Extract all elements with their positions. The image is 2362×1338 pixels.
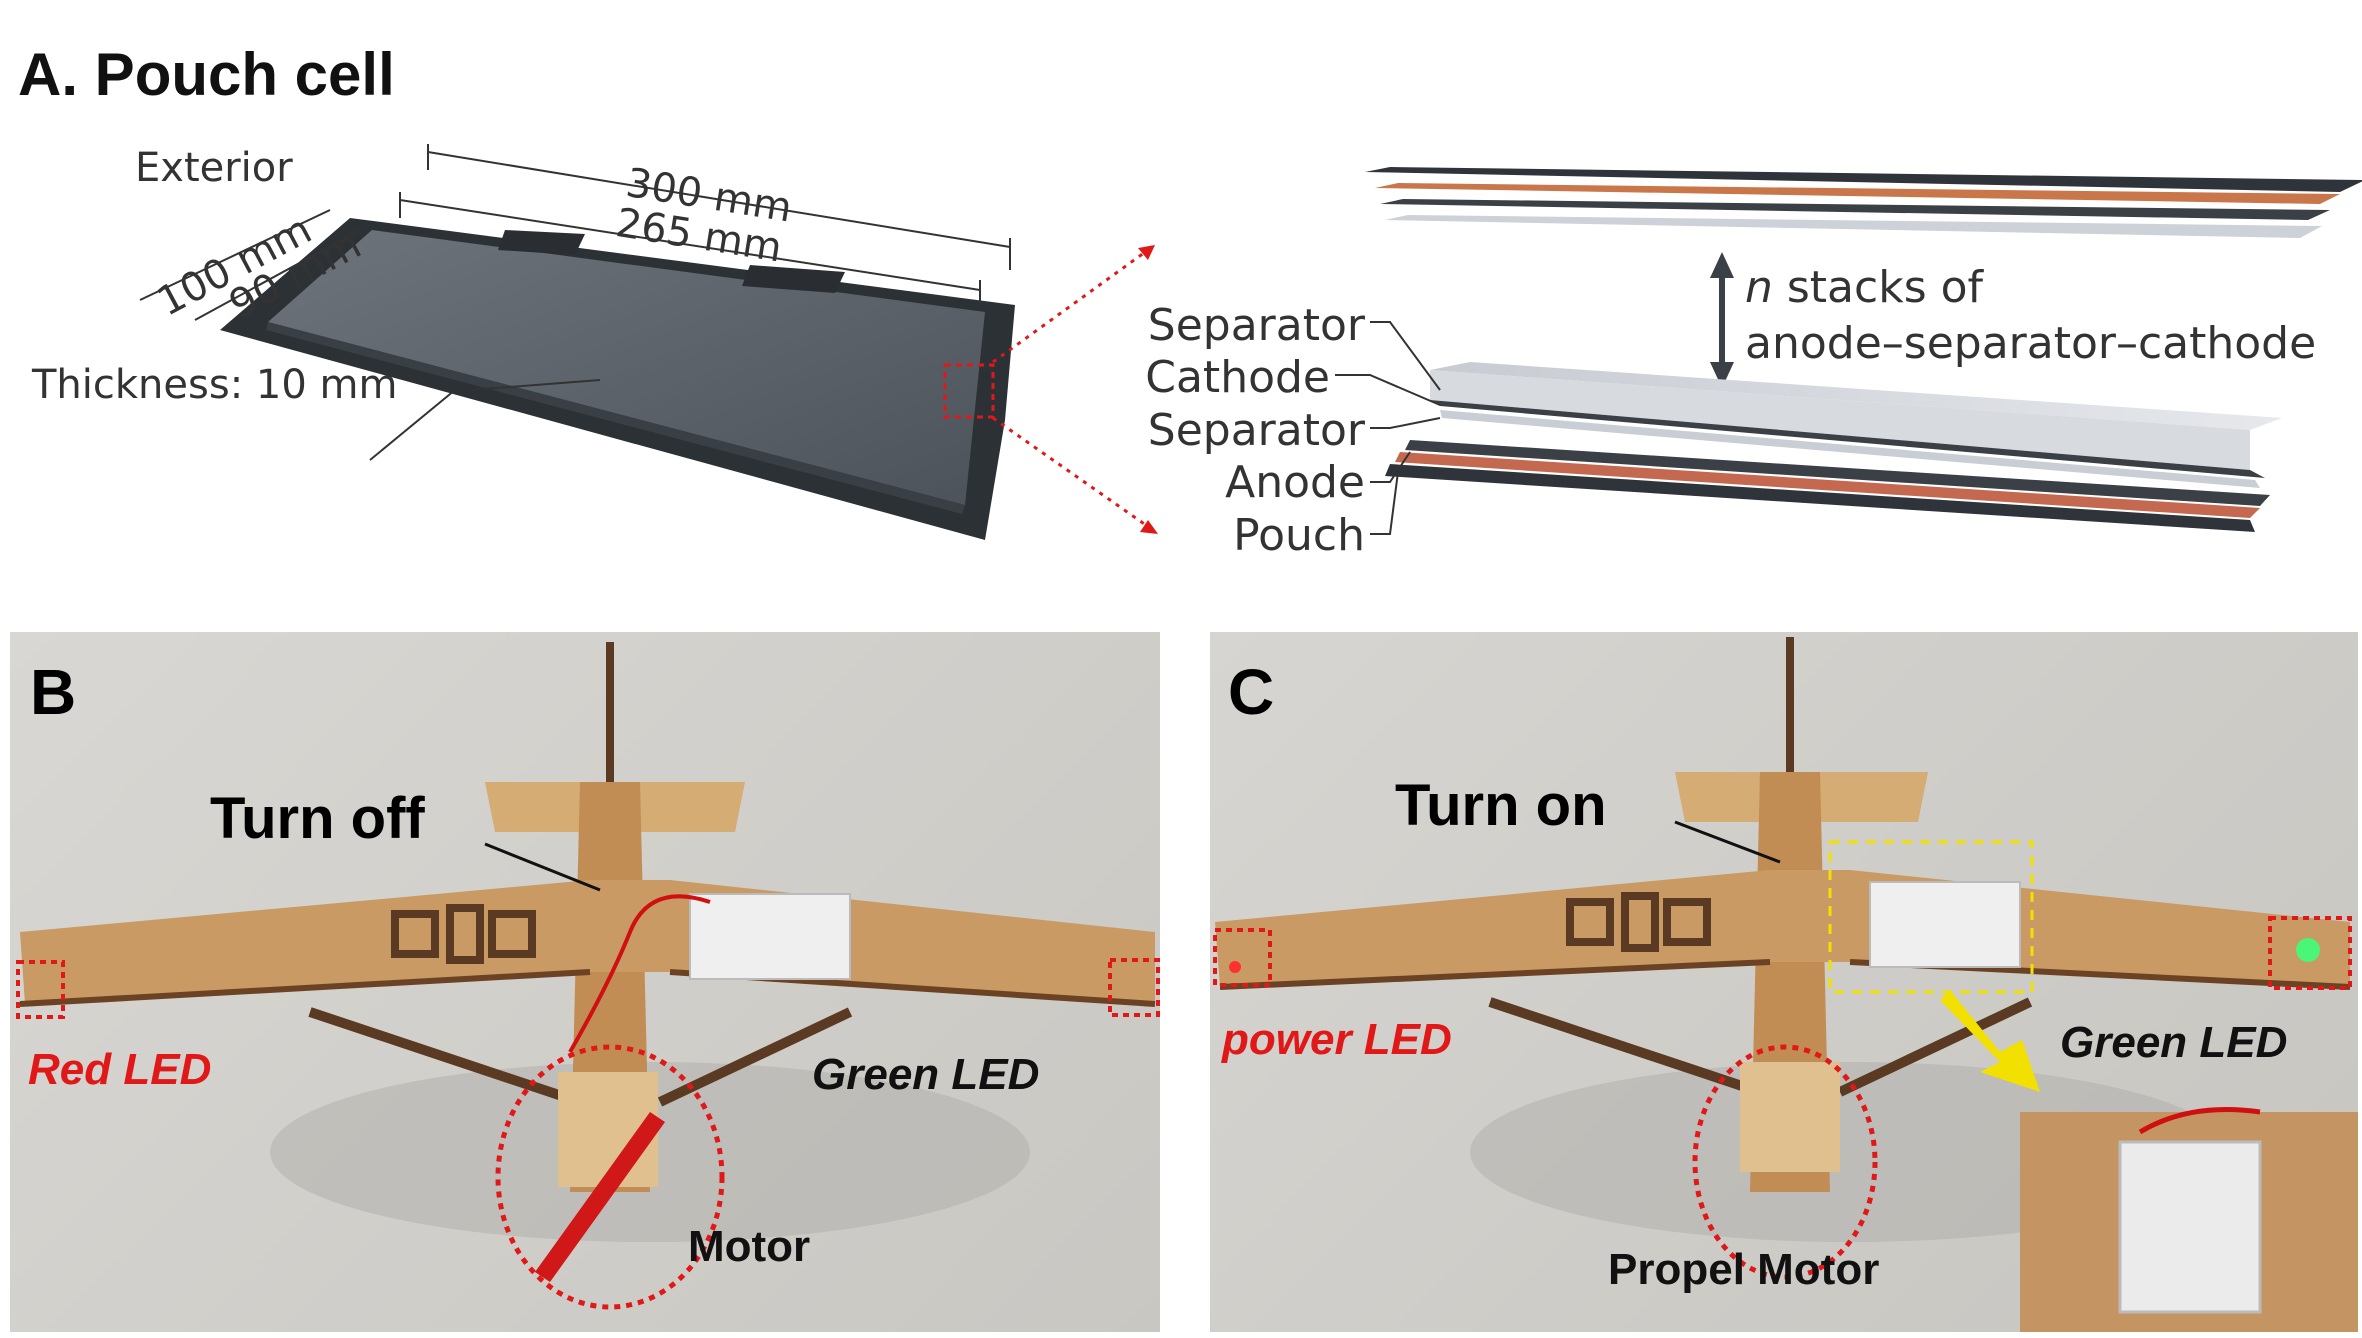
- layer-label-separator-bottom: Separator: [1147, 405, 1365, 456]
- propel-motor-label: Propel Motor: [1608, 1245, 1880, 1294]
- panel-b-photo: [10, 632, 1160, 1332]
- layer-label-anode: Anode: [1225, 457, 1365, 508]
- wing-logo: [391, 904, 536, 964]
- green-led-label-c: Green LED: [2060, 1018, 2288, 1067]
- red-led-box: [16, 960, 65, 1019]
- pouch-cell: [689, 893, 851, 980]
- exterior-pouch-cell: [220, 218, 1015, 540]
- inset-photo: [2020, 1107, 2358, 1332]
- layer-leaders: [1335, 321, 1441, 535]
- turn-off-label: Turn off: [210, 786, 425, 851]
- green-led-label-b: Green LED: [812, 1050, 1040, 1099]
- panel-a-title: A. Pouch cell: [18, 41, 395, 108]
- green-led-box: [2268, 916, 2352, 990]
- layer-label-pouch: Pouch: [1233, 510, 1365, 561]
- top-layer-stack: [1365, 167, 2362, 238]
- airplane-on-illustration: [1213, 637, 2358, 1332]
- exterior-label: Exterior: [135, 145, 293, 191]
- power-led-label: power LED: [1222, 1015, 1452, 1064]
- red-led-label: Red LED: [28, 1045, 212, 1094]
- motor-circle: [495, 1044, 725, 1310]
- pouch-cell-diagram: [139, 144, 2362, 540]
- zoom-indicator: [943, 245, 1158, 534]
- bottom-layer-stack: [1385, 362, 2282, 532]
- green-led-glow: [2296, 938, 2320, 962]
- turn-on-label: Turn on: [1395, 773, 1607, 838]
- stack-arrow: [1710, 252, 1734, 388]
- main-wing: [20, 880, 1155, 1004]
- tab-1: [498, 230, 585, 255]
- yellow-arrow: [1940, 990, 2040, 1092]
- stack-description-line1: n stacks of: [1745, 262, 1984, 313]
- power-led-box: [1213, 928, 1272, 987]
- stack-description-line2: anode–separator–cathode: [1745, 318, 2317, 369]
- panel-c-photo: [1210, 632, 2358, 1332]
- green-led-box: [1108, 958, 1160, 1017]
- panel-b-label: B: [30, 656, 77, 728]
- dimension-lines: [139, 144, 1011, 461]
- airplane-off-illustration: [16, 642, 1160, 1310]
- layer-label-separator-top: Separator: [1147, 300, 1365, 351]
- thickness-label: Thickness: 10 mm: [32, 362, 398, 408]
- battery-highlight-box: [1828, 840, 2034, 994]
- panel-c-label: C: [1228, 656, 1275, 728]
- pouch-cell: [1869, 881, 2021, 968]
- cell-body: [268, 230, 985, 505]
- layer-label-cathode: Cathode: [1145, 352, 1330, 403]
- tab-2: [742, 265, 845, 293]
- motor-label: Motor: [688, 1222, 811, 1271]
- propeller: [535, 1112, 665, 1282]
